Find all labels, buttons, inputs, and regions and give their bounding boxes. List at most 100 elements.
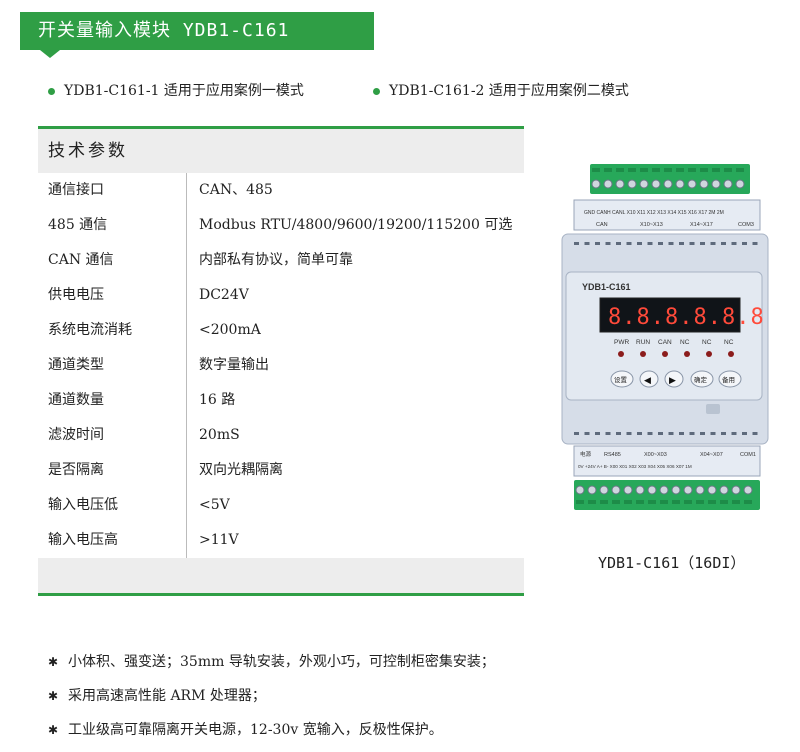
- param-key: 通信接口: [48, 182, 104, 198]
- vent-slot: [731, 242, 737, 245]
- feature-item: ✱小体积、强变送；35mm 导轨安装，外观小巧，可控制柜密集安装；: [48, 650, 495, 684]
- terminal-tab: [676, 168, 684, 172]
- right-arrow-icon: ▶: [669, 376, 676, 386]
- vent-slot: [668, 432, 674, 435]
- mode-text: YDB1-C161-1 适用于应用案例一模式: [64, 83, 304, 99]
- screw-icon: [671, 485, 681, 495]
- right-button[interactable]: [664, 370, 684, 388]
- screw-icon: [635, 485, 645, 495]
- screw-icon: [615, 179, 625, 189]
- vent-slot: [710, 432, 716, 435]
- param-row: 通信接口 CAN、485: [38, 173, 524, 208]
- vent-slot: [689, 432, 695, 435]
- banner-tail: [40, 50, 60, 58]
- led-label: NC: [702, 339, 712, 346]
- set-button[interactable]: [610, 370, 634, 388]
- vent-slot: [584, 242, 590, 245]
- led-label: RUN: [636, 339, 650, 346]
- param-row: 是否隔离 双向光耦隔离: [38, 453, 524, 488]
- param-value: CAN、485: [186, 173, 524, 208]
- vent-slot: [752, 432, 758, 435]
- vent-slot: [595, 242, 600, 245]
- screw-icon: [591, 179, 601, 189]
- screw-icon: [651, 179, 661, 189]
- param-value: <200mA: [186, 313, 524, 348]
- bullet-dot-icon: [48, 87, 55, 95]
- bottom-group-com1: COM1: [740, 452, 756, 458]
- top-group-com3: COM3: [738, 222, 754, 228]
- device-image: GND CANH CANL X10 X11 X12 X13 X14 X15 X1…: [560, 164, 778, 514]
- led-indicator: [640, 351, 646, 357]
- vent-slot: [574, 432, 579, 435]
- screw-icon: [731, 485, 741, 495]
- vent-slot: [584, 432, 590, 435]
- screw-icon: [711, 179, 721, 189]
- mode-item-1: YDB1-C161-1 适用于应用案例一模式: [48, 80, 304, 100]
- top-group-x10: X10~X13: [640, 222, 663, 228]
- screw-icon: [575, 485, 585, 495]
- bottom-group-x04: X04~X07: [700, 452, 723, 458]
- terminal-tab: [744, 500, 752, 504]
- terminal-tab: [660, 500, 668, 504]
- feature-item: ✱采用高速高性能 ARM 处理器；: [48, 684, 495, 718]
- param-key: CAN 通信: [48, 252, 114, 268]
- seven-seg-display: [599, 297, 741, 333]
- terminal-tab: [652, 168, 660, 172]
- terminal-tab: [708, 500, 716, 504]
- param-value: 内部私有协议，简单可靠: [186, 243, 524, 278]
- screw-icon: [675, 179, 685, 189]
- param-value: 数字量输出: [186, 348, 524, 383]
- left-button[interactable]: [639, 370, 659, 388]
- vent-slot: [616, 432, 621, 435]
- spare-button[interactable]: [718, 370, 742, 388]
- terminal-tab: [696, 500, 704, 504]
- feature-item: ✱工业级高可靠隔离开关电源，12-30v 宽输入，反极性保护。: [48, 718, 495, 752]
- screw-icon: [659, 485, 669, 495]
- screw-icon: [663, 179, 673, 189]
- vent-slot: [700, 242, 705, 245]
- param-key: 是否隔离: [48, 462, 104, 478]
- param-row: CAN 通信 内部私有协议，简单可靠: [38, 243, 524, 278]
- terminal-tab: [616, 168, 624, 172]
- bottom-pin-labels: 0V +24V A+ B- X00 X01 X02 X03 X04 X05 X0…: [578, 464, 692, 469]
- terminal-tab: [576, 500, 584, 504]
- led-label: PWR: [614, 339, 629, 346]
- vent-slot: [700, 432, 705, 435]
- ok-button[interactable]: [690, 370, 714, 388]
- terminal-tab: [604, 168, 612, 172]
- screw-icon: [587, 485, 597, 495]
- screw-icon: [623, 485, 633, 495]
- spare-button-label: 备用: [722, 375, 735, 384]
- vent-slot: [731, 432, 737, 435]
- vent-slot: [679, 242, 684, 245]
- param-key: 输入电压高: [48, 532, 118, 548]
- screw-icon: [599, 485, 609, 495]
- led-label: CAN: [658, 339, 672, 346]
- screw-icon: [683, 485, 693, 495]
- terminal-tab: [600, 500, 608, 504]
- bottom-terminal-block: [574, 480, 760, 510]
- vent-slot: [605, 432, 611, 435]
- param-row: 输入电压低<5V: [38, 488, 524, 523]
- terminal-tab: [724, 168, 732, 172]
- param-value: 16 路: [186, 383, 524, 418]
- feature-text: 采用高速高性能 ARM 处理器；: [68, 688, 266, 704]
- device-caption: YDB1-C161（16DI）: [598, 554, 746, 572]
- feature-text: 小体积、强变送；35mm 导轨安装，外观小巧，可控制柜密集安装；: [68, 654, 495, 670]
- param-value: 双向光耦隔离: [186, 453, 524, 488]
- set-button-label: 设置: [614, 375, 628, 384]
- screw-icon: [639, 179, 649, 189]
- top-group-can: CAN: [596, 222, 608, 228]
- terminal-tab: [612, 500, 620, 504]
- screw-icon: [611, 485, 621, 495]
- terminal-tab: [640, 168, 648, 172]
- vent-slot: [637, 432, 642, 435]
- terminal-tab: [624, 500, 632, 504]
- param-row: 通道类型数字量输出: [38, 348, 524, 383]
- display-digits: 8.8.8.8.8.8.: [608, 305, 770, 330]
- param-key: 系统电流消耗: [48, 322, 132, 338]
